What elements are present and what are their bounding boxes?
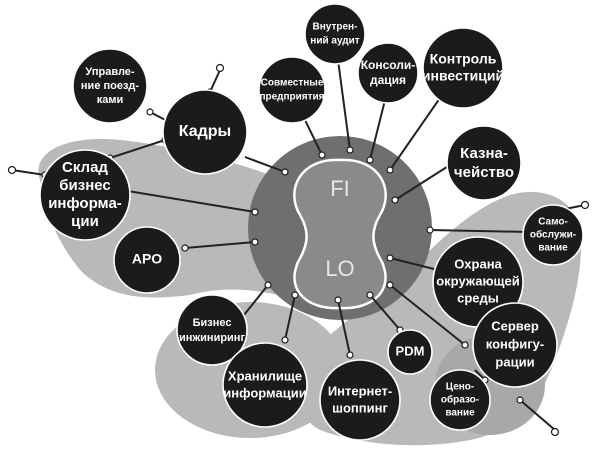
connector-consol: [369, 99, 386, 161]
module-pricing-line2: образо-: [441, 394, 479, 406]
module-bw-line1: Склад: [62, 159, 108, 176]
connector-hr: [244, 156, 286, 173]
module-config-server-line2: конфигу-: [486, 336, 544, 351]
connector-treasury: [394, 164, 451, 201]
module-joint-ventures-line1: Совместные: [261, 78, 324, 89]
module-joint-ventures[interactable]: Совместные предприятия: [258, 56, 326, 124]
core-label-top: FI: [330, 176, 350, 201]
module-travel-line2: ние поезд-: [81, 80, 140, 92]
module-config-server-line3: рации: [495, 354, 534, 369]
module-apo-label: APO: [132, 251, 162, 267]
connector-self: [429, 229, 531, 233]
connector-pricing-right: [519, 399, 556, 431]
module-bw-line4: ции: [71, 213, 99, 230]
module-environment-line2: окружающей: [436, 273, 520, 288]
connector-hr-top: [209, 69, 221, 93]
connector-inet: [337, 299, 351, 356]
module-treasury-line2: чейство: [454, 164, 514, 181]
module-self-service[interactable]: Само- обслужи- вание: [522, 204, 584, 266]
module-internal-audit-line2: ний аудит: [310, 36, 359, 47]
module-info-repository-line1: Хранилище: [228, 368, 302, 383]
module-bw-line2: бизнес: [59, 177, 111, 194]
module-internal-audit[interactable]: Внутрен- ний аудит: [304, 3, 366, 65]
core-label-bottom: LO: [325, 256, 354, 281]
svg-text:ние поезд-: ние поезд-: [81, 80, 140, 92]
svg-text:Управле-: Управле-: [85, 66, 134, 78]
connector-audit: [337, 59, 351, 151]
connector-repo: [284, 294, 296, 341]
module-travel-line1: Управле-: [85, 66, 134, 78]
module-environment[interactable]: Охрана окружающей среды: [432, 236, 524, 328]
module-self-service-line2: обслужи-: [530, 229, 576, 241]
module-treasury-line1: Казна-: [460, 145, 508, 162]
module-internal-audit-line1: Внутрен-: [313, 22, 358, 33]
module-travel[interactable]: Управле- ние поезд- ками: [72, 48, 148, 124]
module-treasury[interactable]: Казна- чейство: [446, 125, 522, 201]
module-hr[interactable]: Кадры: [162, 89, 248, 175]
connector-env: [389, 257, 439, 271]
module-travel-line3: ками: [97, 94, 124, 106]
module-environment-line3: среды: [457, 290, 499, 305]
svg-text:ками: ками: [97, 94, 124, 106]
connector-hr-bw: [109, 139, 166, 159]
connector-apo: [184, 241, 256, 249]
module-pricing-line3: вание: [445, 408, 475, 419]
module-internet-shopping-line1: Интернет-: [328, 383, 392, 398]
module-business-engineering-line1: Бизнес: [193, 317, 232, 329]
module-hr-label: Кадры: [179, 123, 231, 140]
module-bw[interactable]: Склад бизнес информа- ции: [39, 149, 131, 241]
module-self-service-line3: вание: [538, 243, 568, 254]
module-config-server-line1: Сервер: [491, 318, 539, 333]
module-consolidation-line2: дация: [370, 73, 406, 87]
module-investment-line1: Контроль: [430, 51, 497, 67]
module-consolidation-line1: Консоли-: [361, 58, 416, 72]
module-bw-line3: информа-: [48, 195, 122, 212]
module-investment[interactable]: Контроль инвестиций: [422, 27, 504, 109]
module-pdm[interactable]: PDM: [387, 329, 433, 375]
connector-pdm: [369, 294, 401, 331]
connector-joint: [304, 119, 323, 156]
module-investment-line2: инвестиций: [422, 68, 504, 84]
connector-invest: [389, 97, 441, 171]
module-business-engineering-line2: инжиниринг: [179, 332, 245, 344]
module-internet-shopping[interactable]: Интернет- шоппинг: [319, 359, 401, 441]
module-consolidation[interactable]: Консоли- дация: [357, 42, 419, 104]
connector-bw: [121, 189, 256, 213]
module-config-server[interactable]: Сервер конфигу- рации: [472, 302, 558, 388]
module-pdm-label: PDM: [396, 343, 425, 358]
module-apo[interactable]: APO: [113, 226, 181, 294]
module-internet-shopping-line2: шоппинг: [332, 400, 388, 415]
module-info-repository-line2: информации: [223, 385, 306, 400]
module-pricing[interactable]: Цено- образо- вание: [429, 369, 491, 431]
module-self-service-line1: Само-: [538, 217, 568, 228]
module-info-repository[interactable]: Хранилище информации: [222, 342, 308, 428]
module-pricing-line1: Цено-: [446, 382, 474, 393]
module-environment-line1: Охрана: [454, 256, 502, 271]
connector-biz: [239, 284, 269, 321]
module-joint-ventures-line2: предприятия: [259, 92, 324, 103]
module-business-engineering[interactable]: Бизнес инжиниринг: [176, 294, 248, 366]
connector-bw-left: [11, 169, 46, 176]
connector-config: [389, 284, 466, 346]
